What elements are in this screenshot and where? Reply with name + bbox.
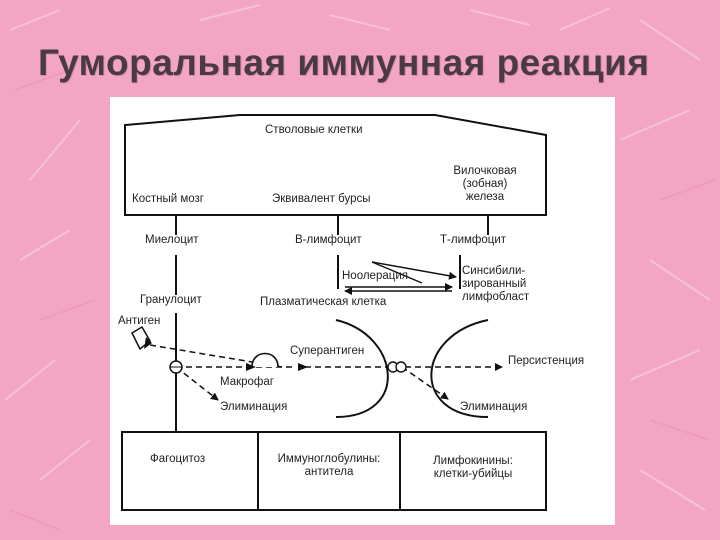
immune-reaction-diagram: Стволовые клетки Костный мозг Эквивалент… (110, 97, 615, 525)
immunoglobulins-line1: Иммуноглобулины: (277, 453, 381, 465)
granulocyte-label: Гранулоцит (140, 294, 202, 306)
left-curve (335, 319, 389, 418)
bone-marrow-label: Костный мозг (132, 193, 204, 205)
sensitized-line1: Синсибили- (462, 265, 526, 277)
thymus-label-line3: железа (465, 191, 505, 204)
sensitized-line2: зированный (462, 278, 527, 291)
slide-title: Гуморальная иммунная реакция (38, 42, 650, 83)
lymphokines-label: Лимфокинины: клетки-убийцы (402, 455, 544, 481)
stem-cells-label: Стволовые клетки (265, 124, 363, 136)
sensitized-lymphoblast-label: Синсибили- зированный лимфобласт (462, 265, 529, 305)
diagram-lines (121, 114, 547, 511)
t-lymphocyte-label: Т-лимфоцит (440, 234, 507, 246)
thymus-label-line1: Вилочковая (453, 165, 517, 177)
antigen-shape (131, 325, 152, 351)
superantigen-label: Суперантиген (290, 345, 365, 357)
persistence-label: Персистенция (508, 355, 585, 367)
cooperation-label: Ноолерация (342, 270, 408, 282)
immunoglobulins-line2: антитела (304, 466, 354, 479)
thymus-label: Вилочковая (зобная) железа (430, 165, 540, 205)
bursa-equivalent-label: Эквивалент бурсы (272, 193, 371, 205)
antigen-label: Антиген (118, 315, 161, 327)
macrophage-shape (251, 352, 279, 368)
myelocyte-label: Миелоцит (145, 234, 199, 246)
thymus-label-line2: (зобная) (462, 178, 508, 191)
lymphokines-line2: клетки-убийцы (433, 468, 513, 481)
phagocytosis-label: Фагоцитоз (150, 453, 206, 465)
immunoglobulins-label: Иммуноглобулины: антитела (260, 453, 398, 479)
output-boxes (121, 431, 547, 511)
lymphokines-line1: Лимфокинины: (433, 455, 513, 467)
sensitized-line3: лимфобласт (462, 291, 530, 304)
right-curve (430, 319, 489, 418)
elimination-right-label: Элиминация (460, 401, 528, 413)
macrophage-label: Макрофаг (220, 376, 274, 388)
b-lymphocyte-label: В-лимфоцит (295, 234, 362, 246)
stem-cells-box (124, 114, 547, 216)
plasma-cell-label: Плазматическая клетка (260, 296, 387, 308)
elimination-left-label: Элиминация (220, 401, 288, 413)
